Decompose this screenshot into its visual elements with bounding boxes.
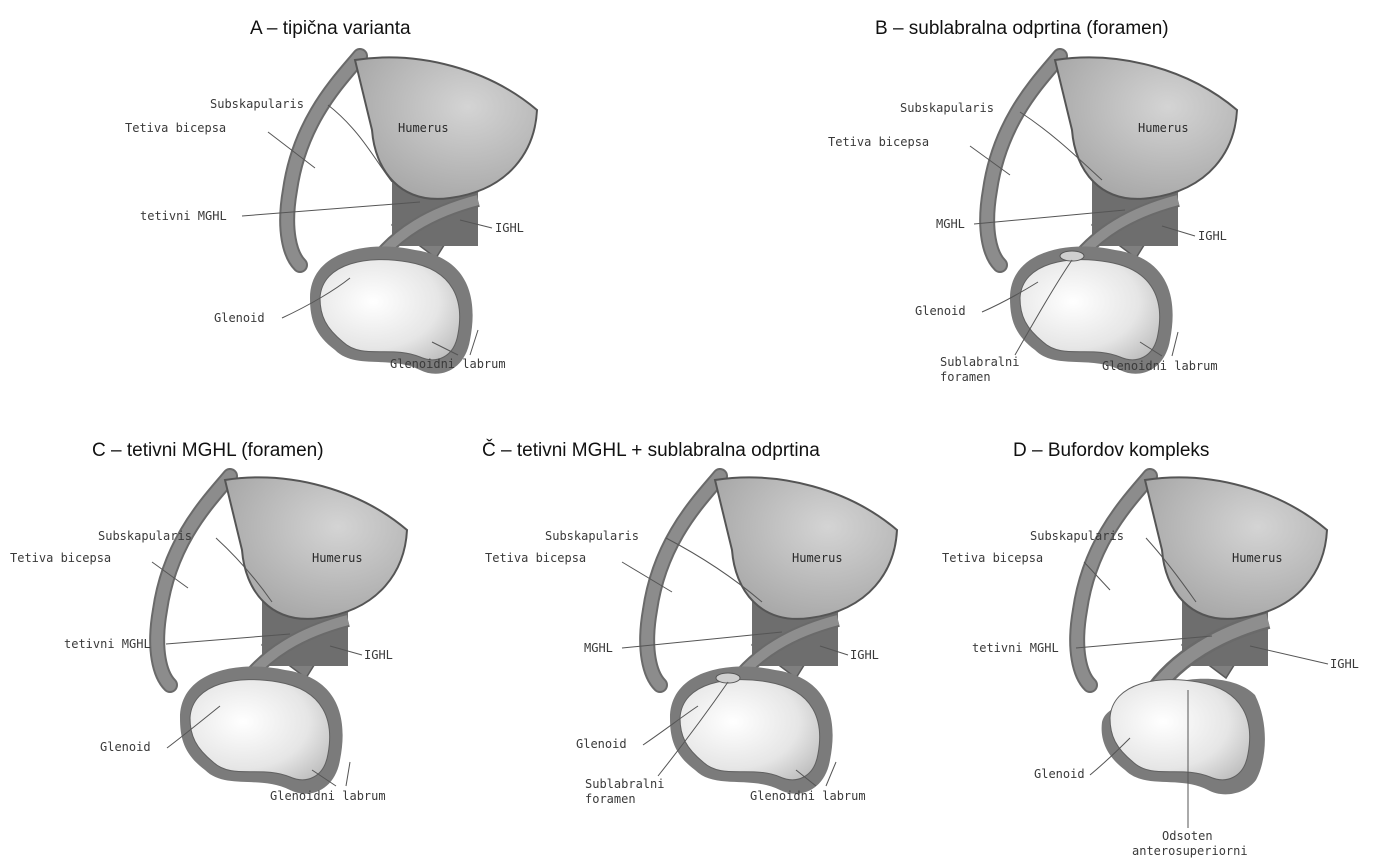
label-glenoidni-labrum: Glenoidni labrum [750, 789, 866, 803]
shoulder-anatomy-illustration [287, 56, 537, 374]
label-mghl: MGHL [936, 217, 965, 231]
label-tetiva-bicepsa: Tetiva bicepsa [10, 551, 111, 565]
label-tetiva-bicepsa: Tetiva bicepsa [125, 121, 226, 135]
label-tetiva-bicepsa: Tetiva bicepsa [485, 551, 586, 565]
panel-b-diagram: Humerus Subskapularis Tetiva bicepsa MGH… [840, 50, 1180, 390]
shoulder-anatomy-illustration [647, 476, 897, 794]
label-mghl: MGHL [584, 641, 613, 655]
label-mghl: tetivni MGHL [64, 637, 151, 651]
shoulder-anatomy-illustration [987, 56, 1237, 374]
label-foramen: foramen [585, 792, 636, 806]
label-glenoidni-labrum: Glenoidni labrum [390, 357, 506, 371]
label-humerus: Humerus [312, 551, 363, 565]
label-subskapularis: Subskapularis [900, 101, 994, 115]
label-glenoidni-labrum: Glenoidni labrum [270, 789, 386, 803]
label-glenoid: Glenoid [1034, 767, 1085, 781]
panel-title-c-caron: Č – tetivni MGHL + sublabralna odprtina [482, 440, 820, 462]
label-humerus: Humerus [792, 551, 843, 565]
label-anterosuperiorni: anterosuperiorni [1132, 844, 1248, 858]
panel-d-diagram: Humerus Subskapularis Tetiva bicepsa tet… [930, 470, 1270, 800]
label-tetiva-bicepsa: Tetiva bicepsa [942, 551, 1043, 565]
label-ighl: IGHL [364, 648, 393, 662]
panel-title-c: C – tetivni MGHL (foramen) [92, 440, 324, 462]
panel-title-d: D – Bufordov kompleks [1013, 440, 1209, 462]
label-mghl: tetivni MGHL [972, 641, 1059, 655]
label-mghl: tetivni MGHL [140, 209, 227, 223]
label-sublabralni: Sublabralni [585, 777, 664, 791]
label-foramen: foramen [940, 370, 991, 384]
label-subskapularis: Subskapularis [98, 529, 192, 543]
label-humerus: Humerus [1138, 121, 1189, 135]
panel-title-b: B – sublabralna odprtina (foramen) [875, 18, 1169, 40]
panel-a-diagram: Humerus Subskapularis Tetiva bicepsa tet… [140, 50, 480, 380]
label-glenoid: Glenoid [214, 311, 265, 325]
label-sublabralni: Sublabralni [940, 355, 1019, 369]
label-glenoid: Glenoid [100, 740, 151, 754]
label-glenoid: Glenoid [915, 304, 966, 318]
label-ighl: IGHL [850, 648, 879, 662]
label-ighl: IGHL [1330, 657, 1359, 671]
sublabral-foramen [716, 673, 740, 683]
label-subskapularis: Subskapularis [210, 97, 304, 111]
shoulder-anatomy-illustration [1077, 476, 1327, 794]
label-glenoidni-labrum: Glenoidni labrum [1102, 359, 1218, 373]
label-tetiva-bicepsa: Tetiva bicepsa [828, 135, 929, 149]
panel-c-caron-diagram: Humerus Subskapularis Tetiva bicepsa MGH… [500, 470, 840, 800]
label-humerus: Humerus [398, 121, 449, 135]
label-subskapularis: Subskapularis [1030, 529, 1124, 543]
label-ighl: IGHL [1198, 229, 1227, 243]
label-ighl: IGHL [495, 221, 524, 235]
label-subskapularis: Subskapularis [545, 529, 639, 543]
panel-title-a: A – tipična varianta [250, 18, 411, 40]
sublabral-foramen [1060, 251, 1084, 261]
panel-c-diagram: Humerus Subskapularis Tetiva bicepsa tet… [10, 470, 350, 800]
label-humerus: Humerus [1232, 551, 1283, 565]
label-odsoten: Odsoten [1162, 829, 1213, 843]
label-glenoid: Glenoid [576, 737, 627, 751]
